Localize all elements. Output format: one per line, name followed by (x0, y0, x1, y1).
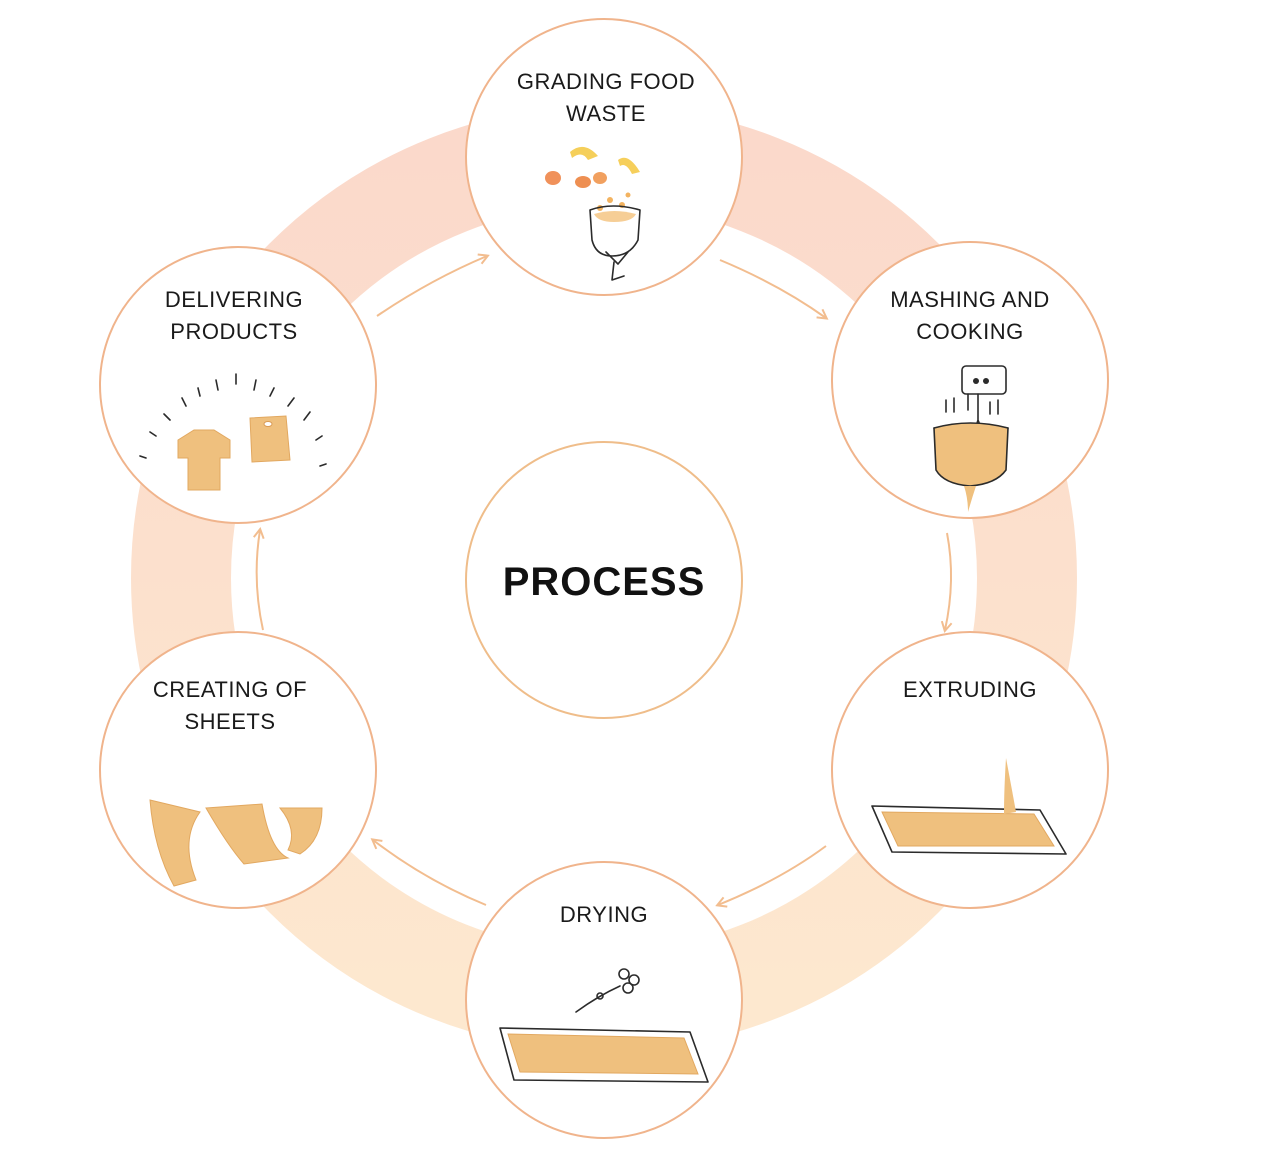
step-label-line-2: SHEETS (184, 709, 275, 734)
step-circle (99, 631, 377, 909)
step-label-line-1: DRYING (560, 902, 648, 927)
step-circle (99, 246, 377, 524)
step-label-line-1: CREATING OF (153, 677, 307, 702)
step-circle (831, 631, 1109, 909)
extruding-tray-icon (871, 758, 1067, 855)
step-label-line-1: GRADING FOOD (517, 69, 695, 94)
arrow-mashing-to-extruding (945, 532, 951, 630)
arrow-drying-to-sheets (373, 840, 487, 906)
step-creating-of-sheets: CREATING OF SHEETS (99, 631, 377, 909)
step-circle (831, 241, 1109, 519)
mixer-pot-icon (933, 365, 1009, 512)
arrow-grading-to-mashing (719, 259, 826, 318)
sheets-icon (149, 799, 323, 887)
step-label-line-1: MASHING AND (890, 287, 1050, 312)
arrow-sheets-to-delivering (257, 530, 263, 631)
step-mashing-and-cooking: MASHING AND COOKING (831, 241, 1109, 519)
step-label-line-2: COOKING (916, 319, 1023, 344)
center-label: PROCESS (503, 560, 706, 604)
products-icon (139, 373, 327, 491)
cycle-arrows (257, 256, 951, 905)
step-circle (465, 18, 743, 296)
drying-tray-fan-icon (499, 968, 709, 1083)
food-waste-grader-icon (545, 146, 641, 281)
center-circle (465, 441, 743, 719)
step-grading-food-waste: GRADING FOOD WASTE (465, 18, 743, 296)
step-drying: DRYING (465, 861, 743, 1139)
step-label-line-1: DELIVERING (165, 287, 303, 312)
arrow-delivering-to-grading (376, 256, 487, 317)
step-delivering-products: DELIVERING PRODUCTS (99, 246, 377, 524)
step-extruding: EXTRUDING (831, 631, 1109, 909)
step-label-line-2: WASTE (566, 101, 646, 126)
step-label-line-2: PRODUCTS (170, 319, 297, 344)
center-node: PROCESS (465, 441, 743, 719)
arrow-extruding-to-drying (718, 845, 827, 905)
step-label-line-1: EXTRUDING (903, 677, 1037, 702)
